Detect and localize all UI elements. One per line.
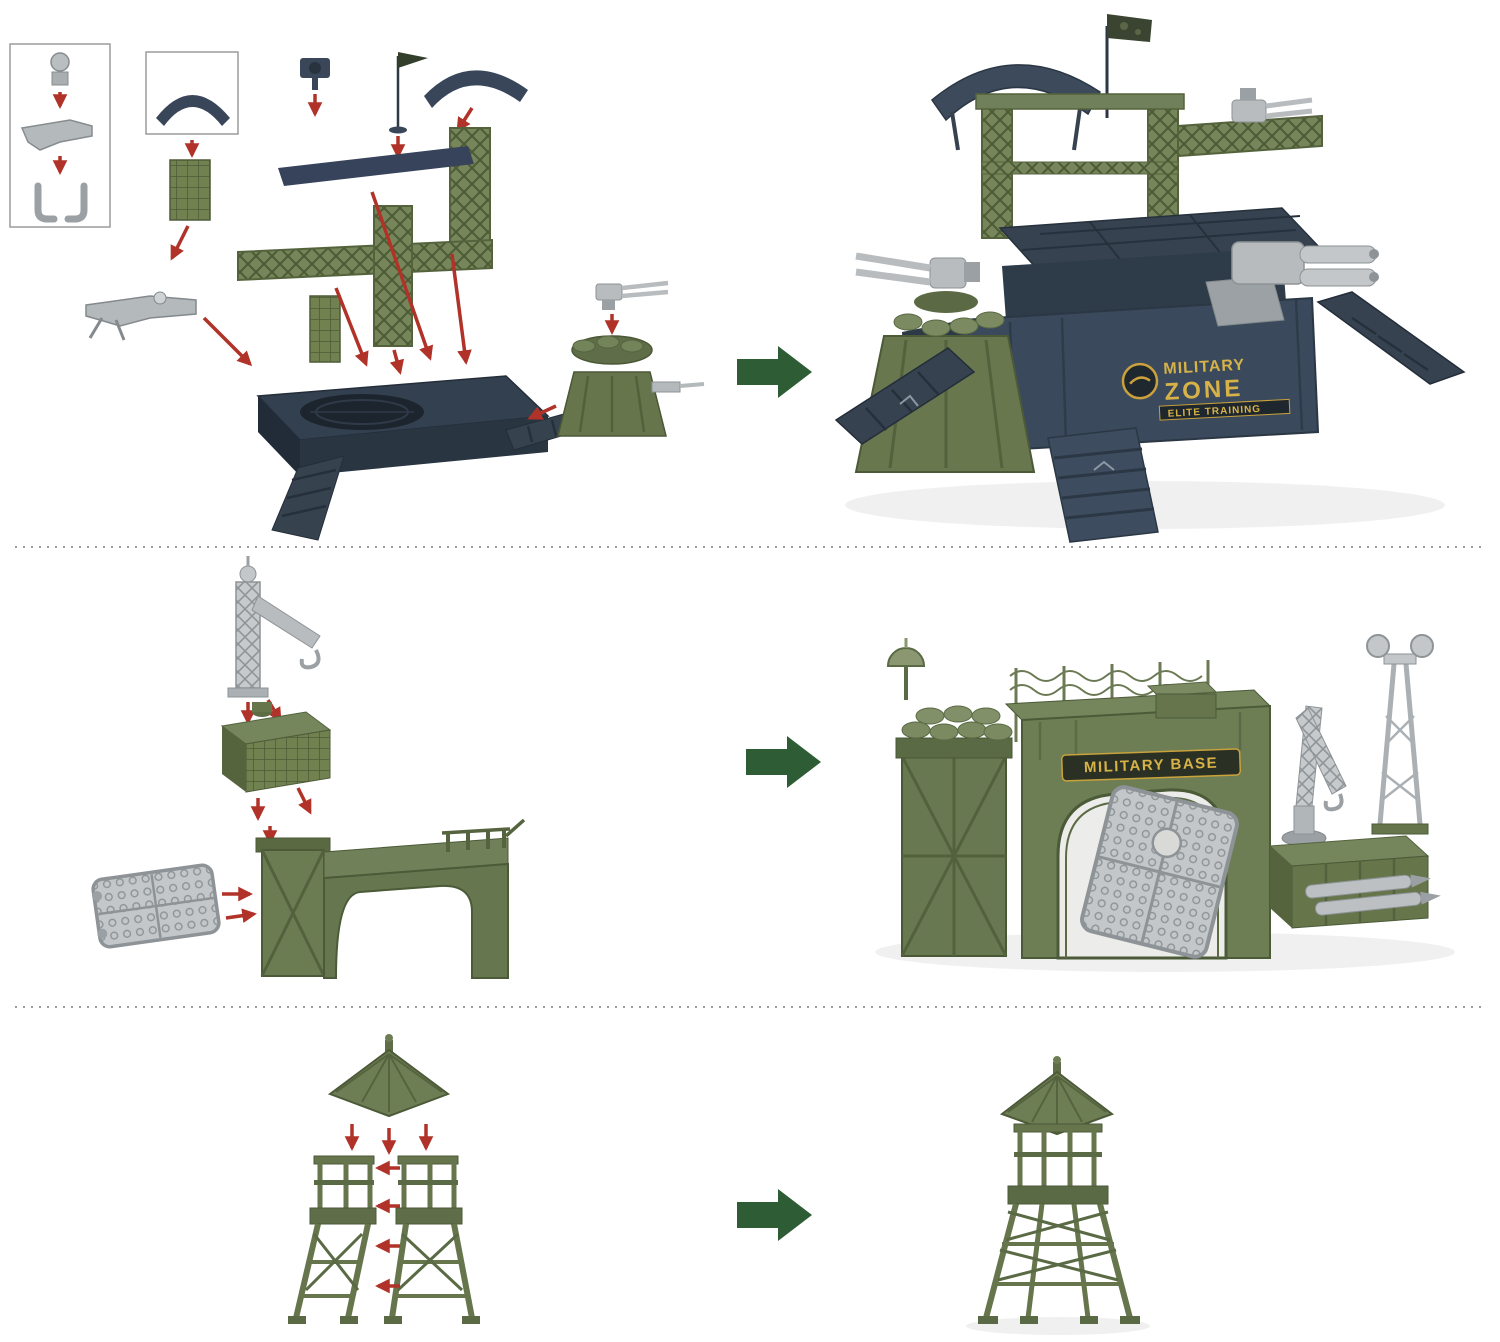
truss-bridge [1177,114,1323,158]
military-base-banner: MILITARY BASE [1061,748,1242,782]
rocket-launcher [1205,241,1379,327]
tower-roof-part [327,1034,451,1118]
emblem-badge [1121,362,1159,400]
tower-half-right [384,1155,480,1324]
step3-assembled-watchtower [966,1056,1150,1335]
grid-plate-part-small [309,295,341,363]
ramp-left [834,347,976,445]
upper-deck [998,207,1322,271]
ladder-frame-part-a [449,127,491,251]
step2-assembled-gate: MILITARY BASE [875,634,1455,972]
step2-exploded-parts [91,556,526,979]
red-arrow-icon [450,253,472,365]
step1-exploded-parts [9,43,705,541]
playset-label-line2: ZONE [1164,375,1244,406]
red-arrow-icon [202,316,253,367]
gate-frame-part [255,818,526,979]
red-arrow-icon [296,787,312,815]
door-badge [1151,827,1183,859]
floor-shadow [966,1317,1150,1335]
navy-beam-part [278,146,474,186]
step3-exploded-parts [288,1034,480,1324]
red-arrow-icon [370,191,434,361]
red-arrow-icon [170,225,190,261]
canopy-part-small [156,95,230,126]
military-zone-plaque: MILITARY ZONE ELITE TRAINING [1121,357,1291,421]
red-arrow-icon [527,404,557,420]
missiles [1305,874,1441,916]
arrow-right-icon-step3 [737,1189,812,1241]
grid-plate-part [169,159,211,221]
tower-cabin [1013,1123,1103,1186]
playset-label-line1: MILITARY [1163,357,1246,378]
turret-gun-part [595,280,669,310]
observation-pod [886,638,926,700]
red-arrow-icon [334,287,369,367]
flag-part [389,52,428,134]
watch-tower-block [895,705,1013,957]
red-arrow-icon [389,349,404,375]
step1-assembled-playset: MILITARY ZONE ELITE TRAINING [834,14,1466,543]
red-arrow-icon [225,908,257,923]
gun-part [20,119,93,151]
inset-box-canopy [145,51,239,135]
crane-part [227,556,321,698]
ramp-part-left [271,455,345,541]
ladder-frame-part-b [373,205,413,347]
gate-banner-label: MILITARY BASE [1084,755,1219,777]
inset-box-accessories [9,43,111,228]
base-platform-part [256,375,609,541]
supply-box-part [220,702,332,793]
tower-platform [1007,1185,1109,1205]
winch-part [50,52,70,86]
turret-part [557,280,705,437]
mesh-gate-door [1080,785,1239,959]
crane [1281,705,1347,847]
playset-label-line3: ELITE TRAINING [1167,404,1261,420]
tower-roof [999,1056,1115,1136]
arrow-right-icon-step2 [746,736,821,788]
arrow-right-icon-step1 [737,346,812,398]
ramp-front [1047,427,1159,543]
machine-gun-part [85,291,197,341]
ammo-box [1268,835,1441,929]
red-arrow-icon [456,107,474,133]
mesh-gate-part [91,863,221,949]
double-barrel-gun [855,252,980,289]
ramp-right [1316,291,1466,385]
tower-half-left [288,1155,377,1324]
bracket-part [34,182,88,223]
radar-tower [1366,634,1434,835]
scaffold-tower [975,88,1323,239]
canopy-part [424,70,528,108]
upper-gun-turret [1231,88,1313,123]
tower-legs [978,1203,1140,1324]
roof-vent [1146,681,1218,719]
spotlight-part [300,58,330,90]
